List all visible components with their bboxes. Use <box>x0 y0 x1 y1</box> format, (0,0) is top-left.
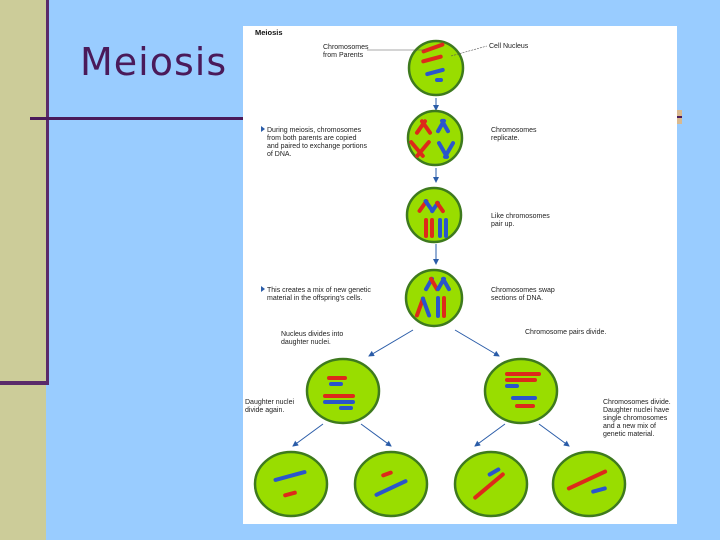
svg-text:daughter nuclei.: daughter nuclei. <box>281 339 331 346</box>
gamete-cell-1 <box>253 450 329 518</box>
paternal-chromosome <box>435 78 443 82</box>
label-pair-up: Like chromosomes pair up. <box>491 213 550 228</box>
label-replicate: Chromosomes replicate. <box>491 127 537 142</box>
label-daughter-divide: Daughter nuclei divide again. <box>245 399 294 414</box>
left-band-foot <box>0 381 49 385</box>
arrow-right-branch <box>454 329 500 357</box>
maternal-chromosome <box>381 470 393 478</box>
paternal-chromosome <box>438 218 442 238</box>
maternal-chromosome <box>327 376 347 380</box>
svg-text:and paired to exchange portion: and paired to exchange portions <box>267 143 368 150</box>
label-during-meiosis: During meiosis, chromosomes from both pa… <box>261 126 368 158</box>
arrow-branch <box>474 423 506 447</box>
cell-swap <box>404 268 464 328</box>
svg-text:pair up.: pair up. <box>491 221 514 228</box>
svg-text:Like chromosomes: Like chromosomes <box>491 213 550 220</box>
svg-text:genetic material.: genetic material. <box>603 431 654 438</box>
paternal-chromosome <box>443 141 455 159</box>
svg-text:from both parents are copied: from both parents are copied <box>267 135 357 142</box>
label-pairs-divide: Chromosome pairs divide. <box>525 329 606 336</box>
svg-text:Chromosomes: Chromosomes <box>323 44 369 51</box>
svg-text:Chromosomes divide.: Chromosomes divide. <box>603 399 671 406</box>
diagram-heading: Meiosis <box>255 28 283 37</box>
gamete-cell-3 <box>453 450 529 518</box>
svg-text:This creates a mix of new gene: This creates a mix of new genetic <box>267 287 371 294</box>
svg-text:Chromosomes swap: Chromosomes swap <box>491 287 555 294</box>
maternal-chromosome <box>420 296 432 318</box>
label-nucleus-divides: Nucleus divides into daughter nuclei. <box>281 331 343 346</box>
daughter-nucleus-right <box>483 357 559 425</box>
paternal-chromosome <box>487 467 501 477</box>
svg-text:Daughter nuclei: Daughter nuclei <box>245 399 294 406</box>
maternal-chromosome <box>566 469 608 491</box>
maternal-chromosome <box>505 372 541 376</box>
maternal-chromosome <box>442 296 446 318</box>
paternal-chromosome <box>441 276 451 292</box>
maternal-chromosome <box>419 119 433 135</box>
paternal-chromosome <box>505 384 519 388</box>
svg-text:replicate.: replicate. <box>491 135 519 142</box>
svg-text:Daughter nuclei have: Daughter nuclei have <box>603 407 669 414</box>
left-band-edge <box>46 0 49 385</box>
svg-text:of DNA.: of DNA. <box>267 151 292 158</box>
paternal-chromosome <box>339 406 353 410</box>
svg-text:and a new mix of: and a new mix of <box>603 423 656 430</box>
svg-text:Chromosomes: Chromosomes <box>491 127 537 134</box>
paternal-chromosome <box>511 396 537 400</box>
cell-replicate <box>406 109 464 167</box>
paternal-chromosome <box>440 118 450 134</box>
svg-text:single chromosomes: single chromosomes <box>603 415 668 422</box>
paternal-chromosome <box>425 67 445 77</box>
meiosis-diagram: Meiosis Chromosomes from Parents Cell Nu… <box>243 26 677 524</box>
svg-text:Nucleus divides into: Nucleus divides into <box>281 331 343 338</box>
daughter-nucleus-left <box>305 357 381 425</box>
left-decorative-band <box>0 0 46 540</box>
maternal-chromosome <box>430 218 434 238</box>
maternal-chromosome <box>323 394 355 398</box>
paternal-chromosome <box>273 470 307 482</box>
svg-text:Cell Nucleus: Cell Nucleus <box>489 43 529 50</box>
svg-text:from Parents: from Parents <box>323 52 364 59</box>
paternal-chromosome <box>374 479 408 497</box>
paternal-chromosome <box>329 382 343 386</box>
maternal-chromosome <box>435 200 445 214</box>
svg-text:sections of DNA.: sections of DNA. <box>491 295 543 302</box>
paternal-chromosome <box>591 486 607 494</box>
svg-text:material in the offspring's ce: material in the offspring's cells. <box>267 295 362 302</box>
label-swap: Chromosomes swap sections of DNA. <box>491 287 555 302</box>
svg-text:During meiosis, chromosomes: During meiosis, chromosomes <box>267 127 362 134</box>
maternal-chromosome <box>421 42 445 54</box>
maternal-chromosome <box>283 490 297 498</box>
cell-parent <box>407 39 465 97</box>
slide-title: Meiosis <box>80 40 228 84</box>
maternal-chromosome <box>515 404 535 408</box>
label-cell-nucleus: Cell Nucleus <box>450 43 529 57</box>
arrow-left-branch <box>368 329 414 357</box>
arrow-branch <box>538 423 570 447</box>
gamete-cell-4 <box>551 450 627 518</box>
gamete-cell-2 <box>353 450 429 518</box>
paternal-chromosome <box>436 296 440 318</box>
paternal-chromosome <box>323 400 355 404</box>
paternal-chromosome <box>444 218 448 238</box>
arrow-branch <box>360 423 392 447</box>
label-chromosomes-from-parents: Chromosomes from Parents <box>323 44 425 59</box>
label-chromosomes-divide: Chromosomes divide. Daughter nuclei have… <box>603 399 671 438</box>
label-mix: This creates a mix of new genetic materi… <box>261 286 371 302</box>
svg-text:divide again.: divide again. <box>245 407 284 414</box>
maternal-chromosome <box>421 54 443 64</box>
maternal-chromosome <box>505 378 537 382</box>
maternal-chromosome <box>429 276 439 292</box>
maternal-chromosome <box>473 472 505 500</box>
maternal-chromosome <box>424 218 428 238</box>
maternal-chromosome <box>415 140 431 158</box>
cell-pair-up <box>405 186 463 244</box>
arrow-branch <box>292 423 324 447</box>
